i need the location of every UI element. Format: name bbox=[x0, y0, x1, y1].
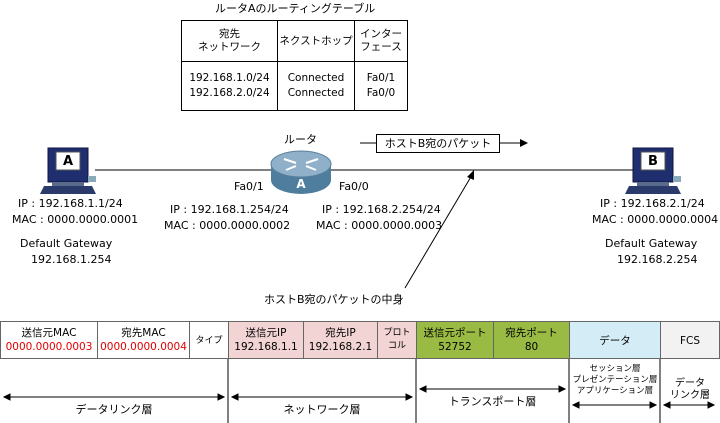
contents-pointer bbox=[404, 174, 473, 289]
field-src-ip-header: 送信元IP bbox=[245, 327, 287, 339]
field-protocol: プロト コル bbox=[377, 321, 417, 359]
field-dst-mac-value: 0000.0000.0004 bbox=[100, 341, 187, 353]
router-fa00: Fa0/0 bbox=[339, 180, 369, 193]
rt-header-interface: インター フェース bbox=[354, 20, 408, 62]
layer-arrows bbox=[2, 385, 716, 409]
host-a-gw-label: Default Gateway bbox=[20, 237, 113, 250]
router-label: ルータ bbox=[284, 133, 317, 146]
host-b-ip: IP : 192.168.2.1/24 bbox=[600, 197, 705, 210]
field-src-ip-value: 192.168.1.1 bbox=[234, 341, 298, 353]
host-a-letter: A bbox=[62, 154, 74, 169]
router-icon bbox=[270, 150, 332, 194]
layer-transport: トランスポート層 bbox=[448, 395, 537, 408]
router-ip-right: IP : 192.168.2.254/24 bbox=[322, 203, 441, 216]
host-a-icon bbox=[40, 147, 96, 194]
layer-upper: セッション層 プレゼンテーション層 アプリケーション層 bbox=[572, 364, 658, 396]
routing-table-title: ルータAのルーティングテーブル bbox=[215, 2, 376, 15]
host-a-ip: IP : 192.168.1.1/24 bbox=[18, 197, 123, 210]
host-a-gw: 192.168.1.254 bbox=[31, 253, 112, 266]
field-src-mac-header: 送信元MAC bbox=[21, 327, 77, 339]
rt-header-destination: 宛先 ネットワーク bbox=[181, 20, 278, 62]
field-src-mac: 送信元MAC 0000.0000.0003 bbox=[0, 321, 98, 359]
router-fa01: Fa0/1 bbox=[234, 180, 264, 193]
field-dst-port-header: 宛先ポート bbox=[505, 327, 558, 339]
host-b-gw-label: Default Gateway bbox=[605, 237, 698, 250]
rt-nexthops: Connected Connected bbox=[277, 61, 355, 111]
host-a-mac: MAC : 0000.0000.0001 bbox=[12, 213, 139, 226]
rt-interfaces: Fa0/1 Fa0/0 bbox=[354, 61, 408, 111]
field-dst-mac-header: 宛先MAC bbox=[121, 327, 166, 339]
host-b-icon bbox=[625, 147, 681, 194]
routing-table: 宛先 ネットワーク ネクストホップ インター フェース 192.168.1.0/… bbox=[181, 20, 408, 111]
packet-arrowhead bbox=[520, 139, 528, 147]
host-b-letter: B bbox=[648, 154, 658, 169]
field-data: データ bbox=[569, 321, 661, 359]
layer-network: ネットワーク層 bbox=[283, 403, 361, 416]
host-b-mac: MAC : 0000.0000.0004 bbox=[592, 213, 719, 226]
field-src-mac-value: 0000.0000.0003 bbox=[5, 341, 93, 353]
field-fcs: FCS bbox=[660, 321, 720, 359]
contents-label: ホストB宛のパケットの中身 bbox=[264, 293, 404, 306]
layer-fcs: データ リンク層 bbox=[670, 378, 710, 401]
layer-datalink: データリンク層 bbox=[75, 403, 153, 416]
field-dst-ip-header: 宛先IP bbox=[325, 327, 356, 339]
field-dst-ip-value: 192.168.2.1 bbox=[308, 341, 373, 353]
router-letter: A bbox=[296, 177, 306, 191]
field-src-port-value: 52752 bbox=[438, 341, 472, 353]
field-src-port-header: 送信元ポート bbox=[423, 327, 487, 339]
router-mac-left: MAC : 0000.0000.0002 bbox=[164, 219, 291, 232]
field-dst-port: 宛先ポート 80 bbox=[493, 321, 570, 359]
packet-label: ホストB宛のパケット bbox=[376, 134, 500, 153]
field-src-port: 送信元ポート 52752 bbox=[416, 321, 494, 359]
field-type: タイプ bbox=[189, 321, 229, 359]
field-src-ip: 送信元IP 192.168.1.1 bbox=[228, 321, 304, 359]
router-mac-right: MAC : 0000.0000.0003 bbox=[316, 219, 443, 232]
router-ip-left: IP : 192.168.1.254/24 bbox=[170, 203, 289, 216]
host-b-gw: 192.168.2.254 bbox=[617, 253, 698, 266]
layer-dividers bbox=[227, 359, 661, 423]
field-dst-port-value: 80 bbox=[524, 341, 539, 353]
field-dst-mac: 宛先MAC 0000.0000.0004 bbox=[97, 321, 190, 359]
rt-destinations: 192.168.1.0/24 192.168.2.0/24 bbox=[181, 61, 278, 111]
field-dst-ip: 宛先IP 192.168.2.1 bbox=[303, 321, 378, 359]
